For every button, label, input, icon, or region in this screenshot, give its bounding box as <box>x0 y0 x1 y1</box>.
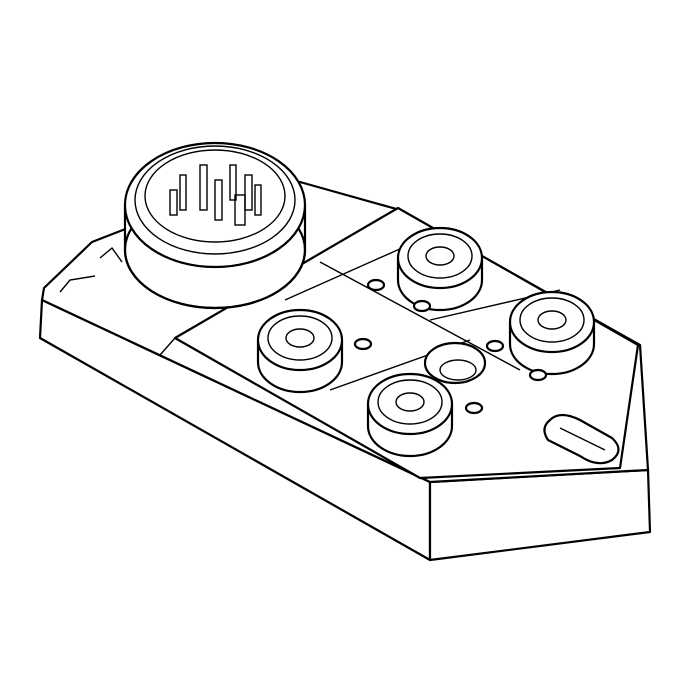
port-bottom <box>366 372 454 458</box>
mounting-slot <box>543 413 620 465</box>
base-edge <box>59 246 123 293</box>
port-right <box>508 290 596 376</box>
status-leds <box>353 278 548 415</box>
module-dividers <box>159 239 561 391</box>
base-right-face <box>428 468 652 562</box>
connector-pins <box>169 164 262 226</box>
mounting-hole-center <box>423 341 487 385</box>
main-connector <box>123 141 307 310</box>
port-left <box>256 308 344 394</box>
port-top <box>396 226 484 312</box>
